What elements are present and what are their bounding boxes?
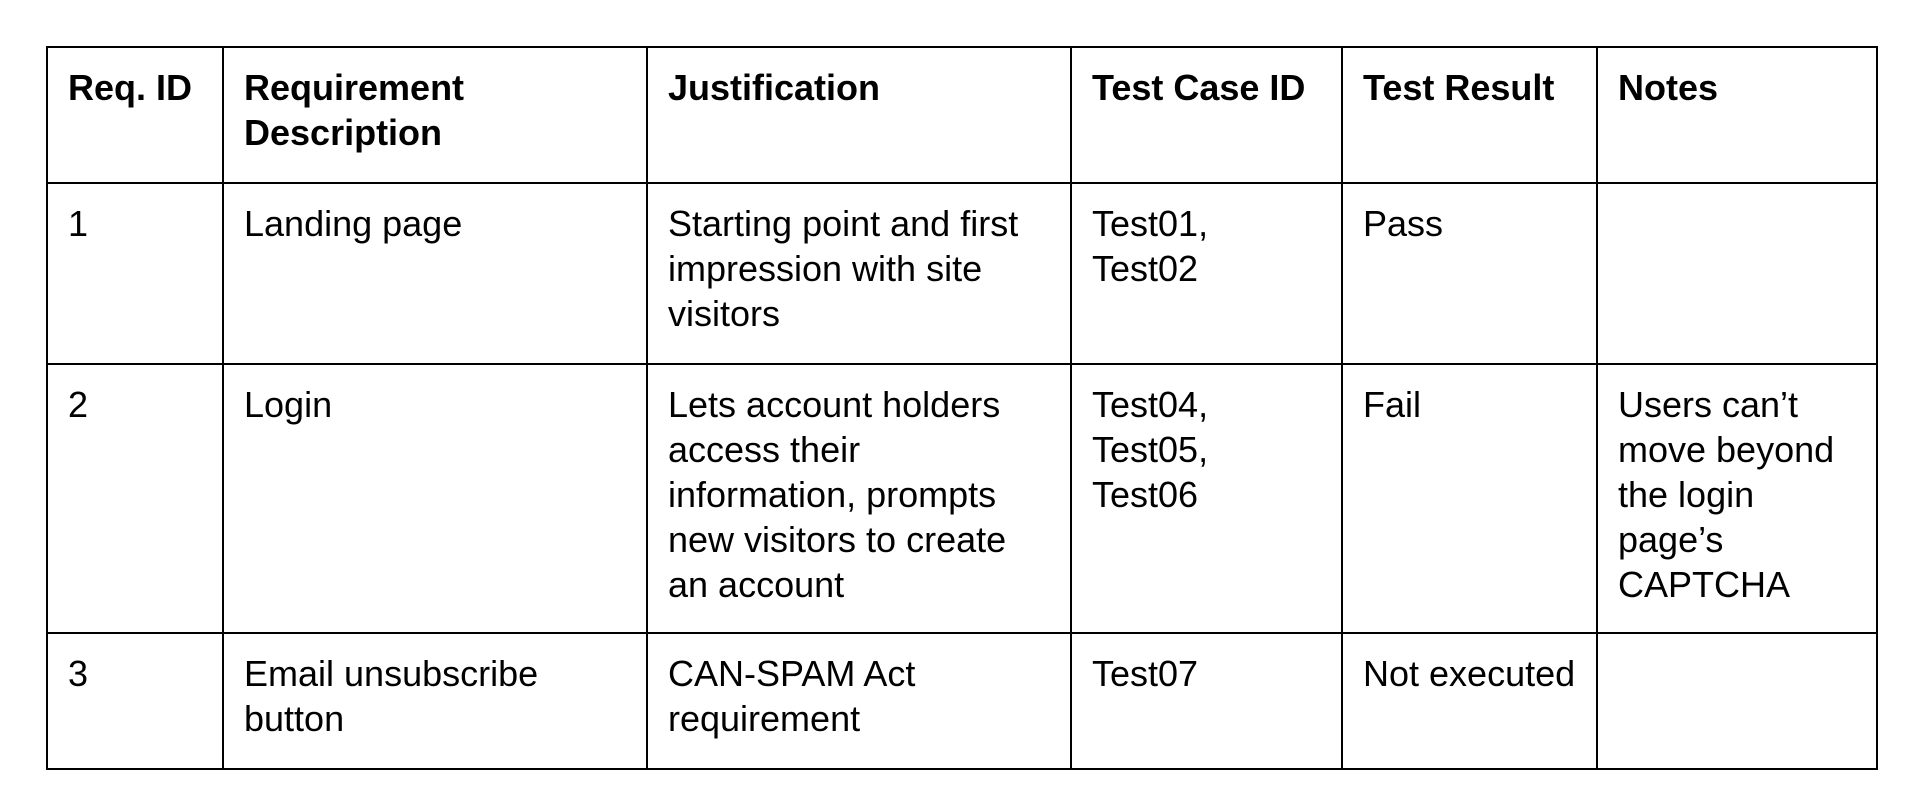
cell-justification: Starting point and first impression with… bbox=[646, 182, 1072, 365]
cell-description: Email unsubscribe button bbox=[222, 632, 648, 770]
cell-test-case-id: Test04, Test05, Test06 bbox=[1070, 363, 1343, 634]
header-notes: Notes bbox=[1596, 46, 1878, 184]
cell-req-id: 1 bbox=[46, 182, 224, 365]
table-header-row: Req. ID Requirement Description Justific… bbox=[46, 46, 1878, 184]
cell-req-id: 3 bbox=[46, 632, 224, 770]
cell-description: Landing page bbox=[222, 182, 648, 365]
cell-description: Login bbox=[222, 363, 648, 634]
cell-test-case-id: Test01, Test02 bbox=[1070, 182, 1343, 365]
header-justification: Justification bbox=[646, 46, 1072, 184]
table-row: 3 Email unsubscribe button CAN-SPAM Act … bbox=[46, 632, 1878, 770]
requirements-traceability-table: Req. ID Requirement Description Justific… bbox=[46, 46, 1878, 770]
cell-notes bbox=[1596, 632, 1878, 770]
cell-notes bbox=[1596, 182, 1878, 365]
cell-justification: CAN-SPAM Act requirement bbox=[646, 632, 1072, 770]
cell-test-result: Fail bbox=[1341, 363, 1598, 634]
header-test-result: Test Result bbox=[1341, 46, 1598, 184]
header-req-id: Req. ID bbox=[46, 46, 224, 184]
cell-justification: Lets account holders access their inform… bbox=[646, 363, 1072, 634]
cell-test-result: Pass bbox=[1341, 182, 1598, 365]
header-requirement-description: Requirement Description bbox=[222, 46, 648, 184]
cell-test-case-id: Test07 bbox=[1070, 632, 1343, 770]
table-row: 2 Login Lets account holders access thei… bbox=[46, 363, 1878, 634]
cell-req-id: 2 bbox=[46, 363, 224, 634]
table-row: 1 Landing page Starting point and first … bbox=[46, 182, 1878, 365]
header-test-case-id: Test Case ID bbox=[1070, 46, 1343, 184]
cell-notes: Users can’t move beyond the login page’s… bbox=[1596, 363, 1878, 634]
cell-test-result: Not executed bbox=[1341, 632, 1598, 770]
